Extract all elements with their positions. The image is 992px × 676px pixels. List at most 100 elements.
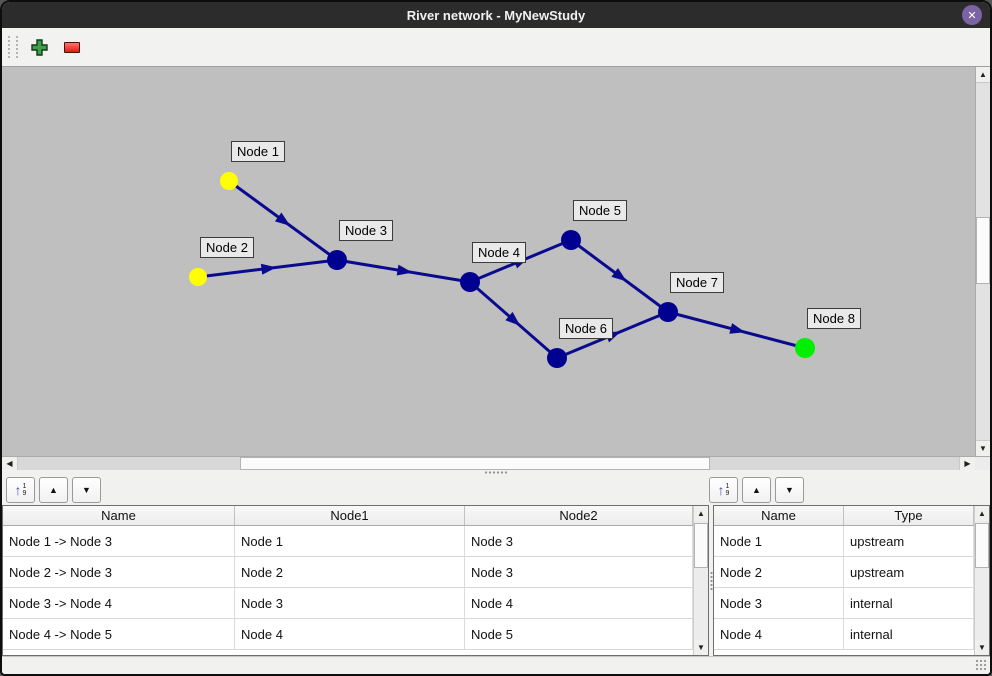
- close-button[interactable]: ✕: [962, 5, 982, 25]
- node-move-up-button[interactable]: ▲: [742, 476, 771, 503]
- add-node-button[interactable]: [26, 34, 52, 60]
- node[interactable]: [460, 272, 480, 292]
- arrow-down-icon: ▼: [82, 484, 91, 495]
- node-label[interactable]: Node 4: [472, 242, 526, 263]
- scroll-up-button[interactable]: ▲: [694, 506, 708, 521]
- splitter-grip-icon: [709, 570, 713, 591]
- edge-arrow-icon: [396, 264, 413, 276]
- minus-icon: [64, 41, 80, 53]
- column-header[interactable]: Node1: [235, 506, 465, 525]
- scroll-left-button[interactable]: ◀: [2, 457, 18, 470]
- splitter-grip-icon: [484, 470, 508, 474]
- scrollbar-thumb[interactable]: [975, 523, 989, 568]
- scrollbar-track[interactable]: [694, 521, 708, 640]
- reach-table-scrollbar[interactable]: ▲ ▼: [693, 506, 708, 655]
- table-cell: Node 1: [235, 526, 465, 556]
- scrollbar-track[interactable]: [18, 457, 959, 470]
- scrollbar-thumb[interactable]: [240, 457, 710, 470]
- node[interactable]: [189, 268, 207, 286]
- main-toolbar: [2, 28, 990, 67]
- column-header[interactable]: Name: [714, 506, 844, 525]
- edge-arrow-icon: [729, 323, 746, 334]
- scroll-down-button[interactable]: ▼: [976, 440, 990, 456]
- scroll-down-button[interactable]: ▼: [975, 640, 989, 655]
- scrollbar-thumb[interactable]: [976, 217, 990, 284]
- canvas-horizontal-scrollbar[interactable]: ◀ ▶: [2, 456, 990, 470]
- scroll-right-button[interactable]: ▶: [959, 457, 975, 470]
- node[interactable]: [658, 302, 678, 322]
- table-cell: Node 2: [235, 557, 465, 587]
- arrow-down-icon: ▼: [785, 484, 794, 495]
- table-cell: Node 4 -> Node 5: [3, 619, 235, 649]
- node[interactable]: [327, 250, 347, 270]
- node-move-down-button[interactable]: ▼: [775, 476, 804, 503]
- vertical-splitter[interactable]: [709, 505, 713, 656]
- table-cell: Node 1: [714, 526, 844, 556]
- remove-node-button[interactable]: [59, 34, 85, 60]
- arrow-down-icon: ▼: [979, 444, 987, 453]
- node-label[interactable]: Node 6: [559, 318, 613, 339]
- table-cell: Node 4: [235, 619, 465, 649]
- scroll-down-button[interactable]: ▼: [694, 640, 708, 655]
- table-cell: Node 3 -> Node 4: [3, 588, 235, 618]
- column-header[interactable]: Node2: [465, 506, 693, 525]
- horizontal-splitter[interactable]: [2, 470, 990, 474]
- table-cell: internal: [844, 619, 974, 649]
- plus-icon: [30, 38, 48, 56]
- table-cell: Node 3: [465, 526, 693, 556]
- node-label[interactable]: Node 8: [807, 308, 861, 329]
- reach-move-down-button[interactable]: ▼: [72, 476, 101, 503]
- column-header[interactable]: Type: [844, 506, 974, 525]
- arrow-up-icon: ▲: [752, 484, 761, 495]
- table-cell: Node 2: [714, 557, 844, 587]
- canvas-vertical-scrollbar[interactable]: ▲ ▼: [975, 67, 990, 456]
- node-label[interactable]: Node 3: [339, 220, 393, 241]
- node-label[interactable]: Node 7: [670, 272, 724, 293]
- scrollbar-track[interactable]: [975, 521, 989, 640]
- column-header[interactable]: Name: [3, 506, 235, 525]
- table-cell: upstream: [844, 526, 974, 556]
- node-table-scrollbar[interactable]: ▲ ▼: [974, 506, 989, 655]
- reach-move-up-button[interactable]: ▲: [39, 476, 68, 503]
- node-label[interactable]: Node 5: [573, 200, 627, 221]
- scroll-up-button[interactable]: ▲: [975, 506, 989, 521]
- node[interactable]: [547, 348, 567, 368]
- table-cell: Node 3: [235, 588, 465, 618]
- node-label[interactable]: Node 1: [231, 141, 285, 162]
- node[interactable]: [220, 172, 238, 190]
- arrow-up-icon: ▲: [978, 509, 986, 518]
- node[interactable]: [561, 230, 581, 250]
- node-label[interactable]: Node 2: [200, 237, 254, 258]
- edge-arrow-icon: [274, 212, 291, 226]
- scrollbar-thumb[interactable]: [694, 523, 708, 568]
- toolbar-drag-handle[interactable]: [8, 36, 18, 58]
- network-canvas[interactable]: Node 1 Node 2 Node 3 Node 4 Node 5 Node 6 Node…: [2, 67, 975, 456]
- arrow-up-icon: ▲: [49, 484, 58, 495]
- table-cell: Node 3: [465, 557, 693, 587]
- scrollbar-track[interactable]: [976, 83, 990, 440]
- scroll-up-button[interactable]: ▲: [976, 67, 990, 83]
- window-resize-grip[interactable]: [975, 659, 987, 671]
- arrow-left-icon: ◀: [6, 459, 13, 468]
- table-cell: Node 2 -> Node 3: [3, 557, 235, 587]
- node[interactable]: [795, 338, 815, 358]
